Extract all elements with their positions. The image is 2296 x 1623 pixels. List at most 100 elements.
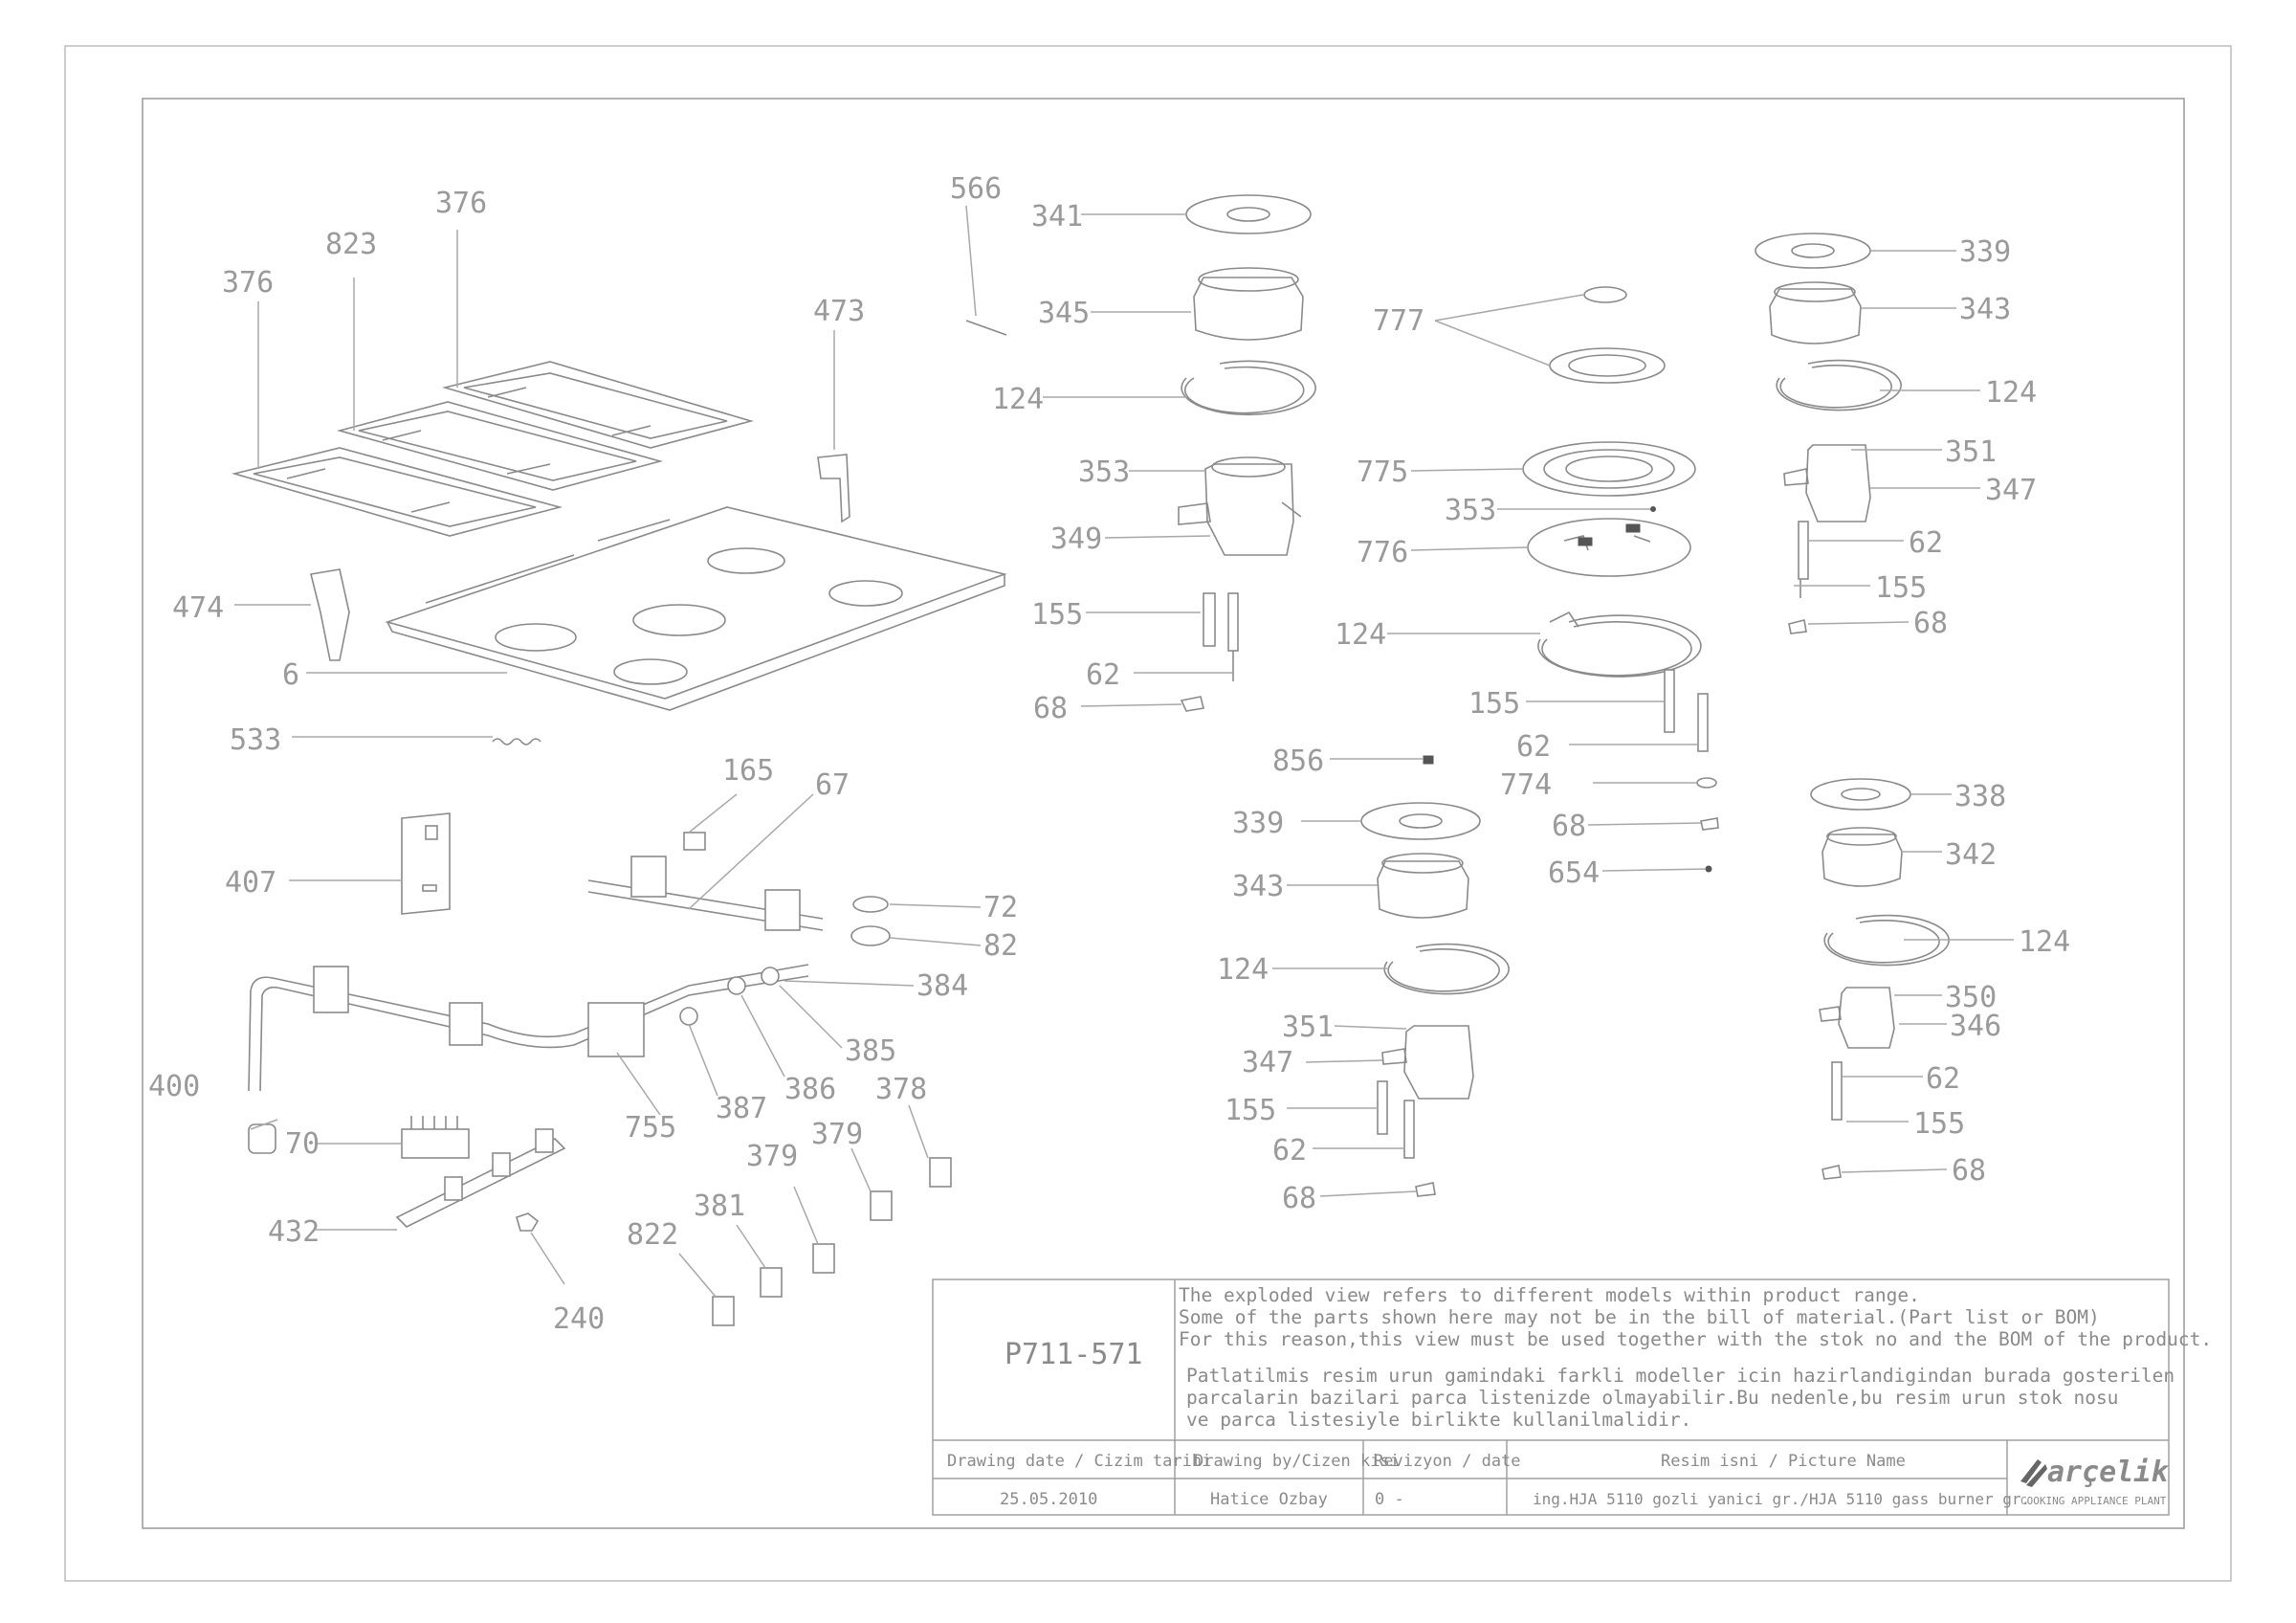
part-label: 68 bbox=[1952, 1154, 1986, 1188]
part-label: 776 bbox=[1357, 536, 1408, 569]
part-label: 124 bbox=[2019, 925, 2070, 959]
logo-mark-icon bbox=[2020, 1459, 2047, 1487]
part-label: 124 bbox=[1217, 953, 1269, 987]
pan-supports bbox=[231, 361, 754, 537]
part-label: 67 bbox=[815, 768, 850, 802]
header-drawing-date: Drawing date / Cizim tarihi bbox=[947, 1452, 1211, 1471]
part-label: 339 bbox=[1232, 807, 1284, 840]
part-label: 346 bbox=[1950, 1010, 2001, 1043]
part-label: 343 bbox=[1232, 870, 1284, 903]
part-label: 155 bbox=[1468, 687, 1520, 721]
part-label: 407 bbox=[225, 866, 276, 900]
part-label: 82 bbox=[983, 929, 1018, 963]
logo-wordmark: arçelik bbox=[2047, 1456, 2170, 1489]
part-label: 381 bbox=[694, 1189, 745, 1223]
part-label: 341 bbox=[1031, 200, 1083, 233]
part-label: 62 bbox=[1909, 526, 1943, 560]
part-label: 376 bbox=[222, 266, 274, 300]
burner-stack-4 bbox=[1360, 802, 1510, 1197]
part-label: 378 bbox=[875, 1073, 927, 1106]
note-tr-line: parcalarin bazilari parca listenizde olm… bbox=[1186, 1387, 2118, 1409]
header-drawing-by: Drawing by/Cizen kisi bbox=[1194, 1452, 1400, 1471]
part-label: 62 bbox=[1272, 1134, 1307, 1167]
part-label: 775 bbox=[1357, 456, 1408, 489]
part-label: 566 bbox=[950, 172, 1002, 206]
part-label: 379 bbox=[746, 1140, 798, 1173]
seal-566 bbox=[965, 320, 1007, 336]
part-label: 349 bbox=[1050, 522, 1102, 556]
knob bbox=[310, 568, 350, 661]
part-label: 339 bbox=[1959, 235, 2011, 269]
part-label: 432 bbox=[268, 1215, 320, 1249]
part-label: 62 bbox=[1516, 730, 1551, 764]
part-label: 856 bbox=[1272, 745, 1324, 778]
nut-240 bbox=[516, 1212, 540, 1232]
part-label: 384 bbox=[916, 969, 968, 1003]
value-drawing-by: Hatice Ozbay bbox=[1210, 1490, 1328, 1509]
leader-lines bbox=[234, 205, 2014, 1298]
part-label: 347 bbox=[1242, 1046, 1293, 1079]
outer-border bbox=[64, 45, 2232, 1582]
part-label: 777 bbox=[1373, 304, 1424, 338]
spring bbox=[492, 738, 541, 745]
part-label: 400 bbox=[148, 1070, 200, 1103]
note-en-line: For this reason,this view must be used t… bbox=[1179, 1328, 2212, 1350]
part-label: 68 bbox=[1282, 1182, 1316, 1215]
part-label: 353 bbox=[1078, 456, 1130, 489]
part-label: 351 bbox=[1282, 1011, 1334, 1044]
connector-70 bbox=[401, 1116, 470, 1159]
part-label: 68 bbox=[1552, 810, 1586, 843]
value-drawing-date: 25.05.2010 bbox=[1000, 1490, 1097, 1509]
drawing-code: P711-571 bbox=[1004, 1338, 1143, 1371]
part-label: 823 bbox=[325, 228, 377, 261]
arcelik-logo: arçelik COOKING APPLIANCE PLANT bbox=[2020, 1456, 2170, 1507]
part-label: 376 bbox=[435, 187, 487, 220]
part-label: 755 bbox=[625, 1111, 676, 1145]
part-label: 70 bbox=[285, 1127, 320, 1161]
logo-subtitle: COOKING APPLIANCE PLANT bbox=[2020, 1495, 2167, 1507]
burner-stack-5 bbox=[1810, 778, 1950, 1180]
part-label: 342 bbox=[1945, 838, 1997, 872]
part-label: 387 bbox=[716, 1092, 767, 1125]
value-picture-name: ing.HJA 5110 gozli yanici gr./HJA 5110 g… bbox=[1533, 1490, 2030, 1508]
part-label: 155 bbox=[1913, 1107, 1965, 1141]
part-label: 654 bbox=[1548, 856, 1600, 890]
part-label: 240 bbox=[553, 1302, 605, 1336]
part-label: 351 bbox=[1945, 435, 1997, 469]
burner-stack-2 bbox=[1423, 286, 1719, 873]
part-label: 124 bbox=[1985, 376, 2037, 410]
part-labels: 376 823 376 474 6 533 473 566 165 67 407… bbox=[148, 172, 2070, 1336]
part-label: 155 bbox=[1875, 571, 1927, 605]
header-picture-name: Resim isni / Picture Name bbox=[1661, 1452, 1906, 1471]
burner-stack-1 bbox=[1178, 194, 1316, 712]
part-label: 347 bbox=[1985, 474, 2037, 507]
part-label: 350 bbox=[1945, 981, 1997, 1014]
part-label: 155 bbox=[1225, 1094, 1276, 1127]
part-label: 353 bbox=[1445, 494, 1496, 527]
part-label: 165 bbox=[722, 754, 774, 788]
part-label: 124 bbox=[992, 383, 1044, 416]
part-label: 68 bbox=[1033, 692, 1068, 725]
note-en-line: The exploded view refers to different mo… bbox=[1179, 1284, 1920, 1306]
part-label: 533 bbox=[230, 723, 281, 757]
part-label: 124 bbox=[1335, 618, 1386, 652]
hob-top bbox=[385, 506, 1007, 711]
part-label: 822 bbox=[627, 1218, 678, 1252]
burner-stack-3 bbox=[1755, 233, 1902, 634]
switch-bar-432 bbox=[395, 1128, 566, 1228]
part-label: 774 bbox=[1500, 768, 1552, 802]
note-en-line: Some of the parts shown here may not be … bbox=[1179, 1306, 2100, 1328]
part-label: 345 bbox=[1038, 297, 1090, 330]
part-label: 6 bbox=[282, 658, 299, 692]
part-label: 155 bbox=[1031, 598, 1083, 632]
part-label: 474 bbox=[172, 591, 224, 625]
note-tr-line: ve parca listesiyle birlikte kullanilmal… bbox=[1186, 1409, 1691, 1431]
part-label: 473 bbox=[813, 295, 865, 328]
bracket-407 bbox=[401, 812, 451, 915]
gas-valves bbox=[712, 1157, 952, 1326]
note-tr-line: Patlatilmis resim urun gamindaki farkli … bbox=[1186, 1365, 2175, 1387]
part-label: 343 bbox=[1959, 293, 2011, 326]
title-block: P711-571 The exploded view refers to dif… bbox=[932, 1278, 2212, 1516]
bracket-473 bbox=[817, 454, 850, 523]
